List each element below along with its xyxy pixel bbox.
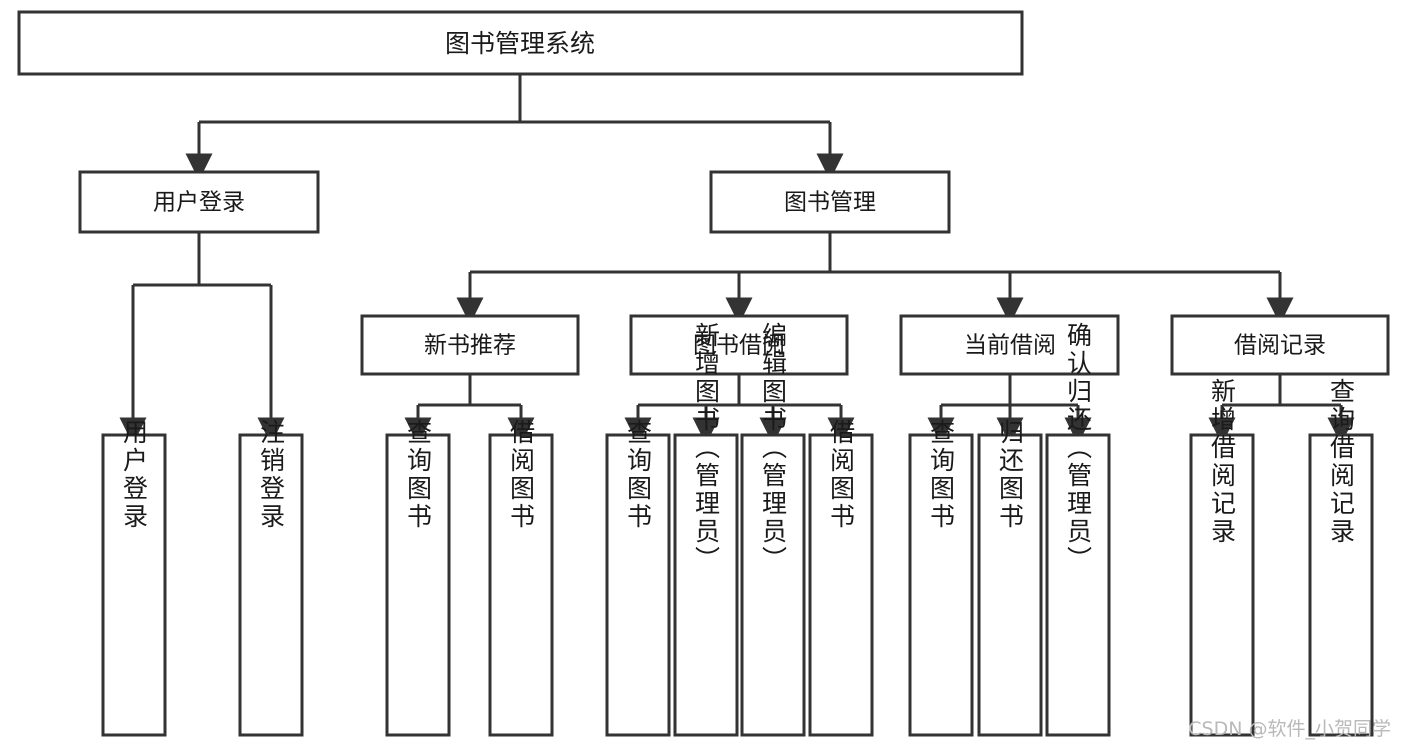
- node-book-borrow-label: 图书借阅: [693, 333, 785, 359]
- leaf-user-login-1[interactable]: 用户登录: [101, 419, 167, 737]
- node-book-manage-box: [709, 170, 951, 234]
- leaf-new-book-2-box: [488, 433, 554, 737]
- leaf-book-borrow-4-label: 借阅图书: [827, 419, 856, 531]
- node-current-borrow-label: 当前借阅: [964, 333, 1056, 359]
- leaf-current-borrow-1-box: [908, 433, 974, 737]
- node-new-book-label: 新书推荐: [424, 333, 516, 359]
- leaf-book-borrow-2-label: 新增图书（管理员）: [692, 322, 721, 574]
- leaf-borrow-record-2[interactable]: 查询借阅记录: [1308, 378, 1374, 737]
- leaf-current-borrow-2-box: [977, 433, 1043, 737]
- leaf-book-borrow-1[interactable]: 查询图书: [605, 419, 671, 737]
- leaf-user-login-2-label: 注销登录: [257, 419, 286, 531]
- leaf-book-borrow-4-box: [808, 433, 874, 737]
- node-current-borrow[interactable]: 当前借阅: [899, 314, 1120, 376]
- node-root-label: 图书管理系统: [445, 29, 595, 58]
- node-user-login-label: 用户登录: [153, 190, 245, 216]
- leaf-book-borrow-1-box: [605, 433, 671, 737]
- node-root-box: [17, 10, 1024, 76]
- node-book-borrow-box: [629, 314, 849, 376]
- node-new-book[interactable]: 新书推荐: [360, 314, 580, 376]
- leaf-user-login-1-box: [101, 433, 167, 737]
- connector-layer: [119, 74, 1355, 445]
- leaf-new-book-2[interactable]: 借阅图书: [488, 419, 554, 737]
- leaf-book-borrow-3-box: [740, 433, 806, 737]
- leaf-current-borrow-3-box: [1045, 433, 1111, 737]
- leaf-borrow-record-2-label: 查询借阅记录: [1327, 378, 1356, 546]
- leaf-current-borrow-2[interactable]: 归还图书: [977, 419, 1043, 737]
- node-user-login[interactable]: 用户登录: [78, 170, 320, 234]
- node-root-system[interactable]: 图书管理系统: [17, 10, 1024, 76]
- leaf-current-borrow-1[interactable]: 查询图书: [908, 419, 974, 737]
- leaf-borrow-record-1[interactable]: 新增借阅记录: [1189, 378, 1255, 737]
- leaf-borrow-record-2-box: [1308, 433, 1374, 737]
- node-borrow-record-label: 借阅记录: [1234, 333, 1326, 359]
- leaf-book-borrow-3[interactable]: 编辑图书（管理员）: [740, 322, 806, 737]
- leaf-new-book-1[interactable]: 查询图书: [385, 419, 451, 737]
- leaf-book-borrow-2-box: [673, 433, 739, 737]
- node-book-borrow[interactable]: 图书借阅: [629, 314, 849, 376]
- leaf-current-borrow-2-label: 归还图书: [996, 419, 1025, 531]
- leaf-borrow-record-1-box: [1189, 433, 1255, 737]
- node-borrow-record[interactable]: 借阅记录: [1170, 314, 1390, 376]
- leaf-user-login-2[interactable]: 注销登录: [238, 419, 304, 737]
- node-user-login-box: [78, 170, 320, 234]
- leaf-book-borrow-3-label: 编辑图书（管理员）: [759, 322, 788, 574]
- node-borrow-record-box: [1170, 314, 1390, 376]
- leaf-new-book-1-box: [385, 433, 451, 737]
- leaf-current-borrow-1-label: 查询图书: [927, 419, 956, 531]
- node-new-book-box: [360, 314, 580, 376]
- leaf-book-borrow-1-label: 查询图书: [624, 419, 653, 531]
- leaf-current-borrow-3-label: 确认归还（管理员）: [1064, 322, 1093, 574]
- leaf-new-book-2-label: 借阅图书: [507, 419, 536, 531]
- leaf-user-login-1-label: 用户登录: [120, 419, 149, 531]
- node-book-manage-label: 图书管理: [784, 190, 876, 216]
- leaf-book-borrow-4[interactable]: 借阅图书: [808, 419, 874, 737]
- node-book-manage[interactable]: 图书管理: [709, 170, 951, 234]
- node-current-borrow-box: [899, 314, 1120, 376]
- leaf-new-book-1-label: 查询图书: [404, 419, 433, 531]
- leaf-user-login-2-box: [238, 433, 304, 737]
- leaf-borrow-record-1-label: 新增借阅记录: [1208, 378, 1237, 546]
- leaf-book-borrow-2[interactable]: 新增图书（管理员）: [673, 322, 739, 737]
- leaf-current-borrow-3[interactable]: 确认归还（管理员）: [1045, 322, 1111, 737]
